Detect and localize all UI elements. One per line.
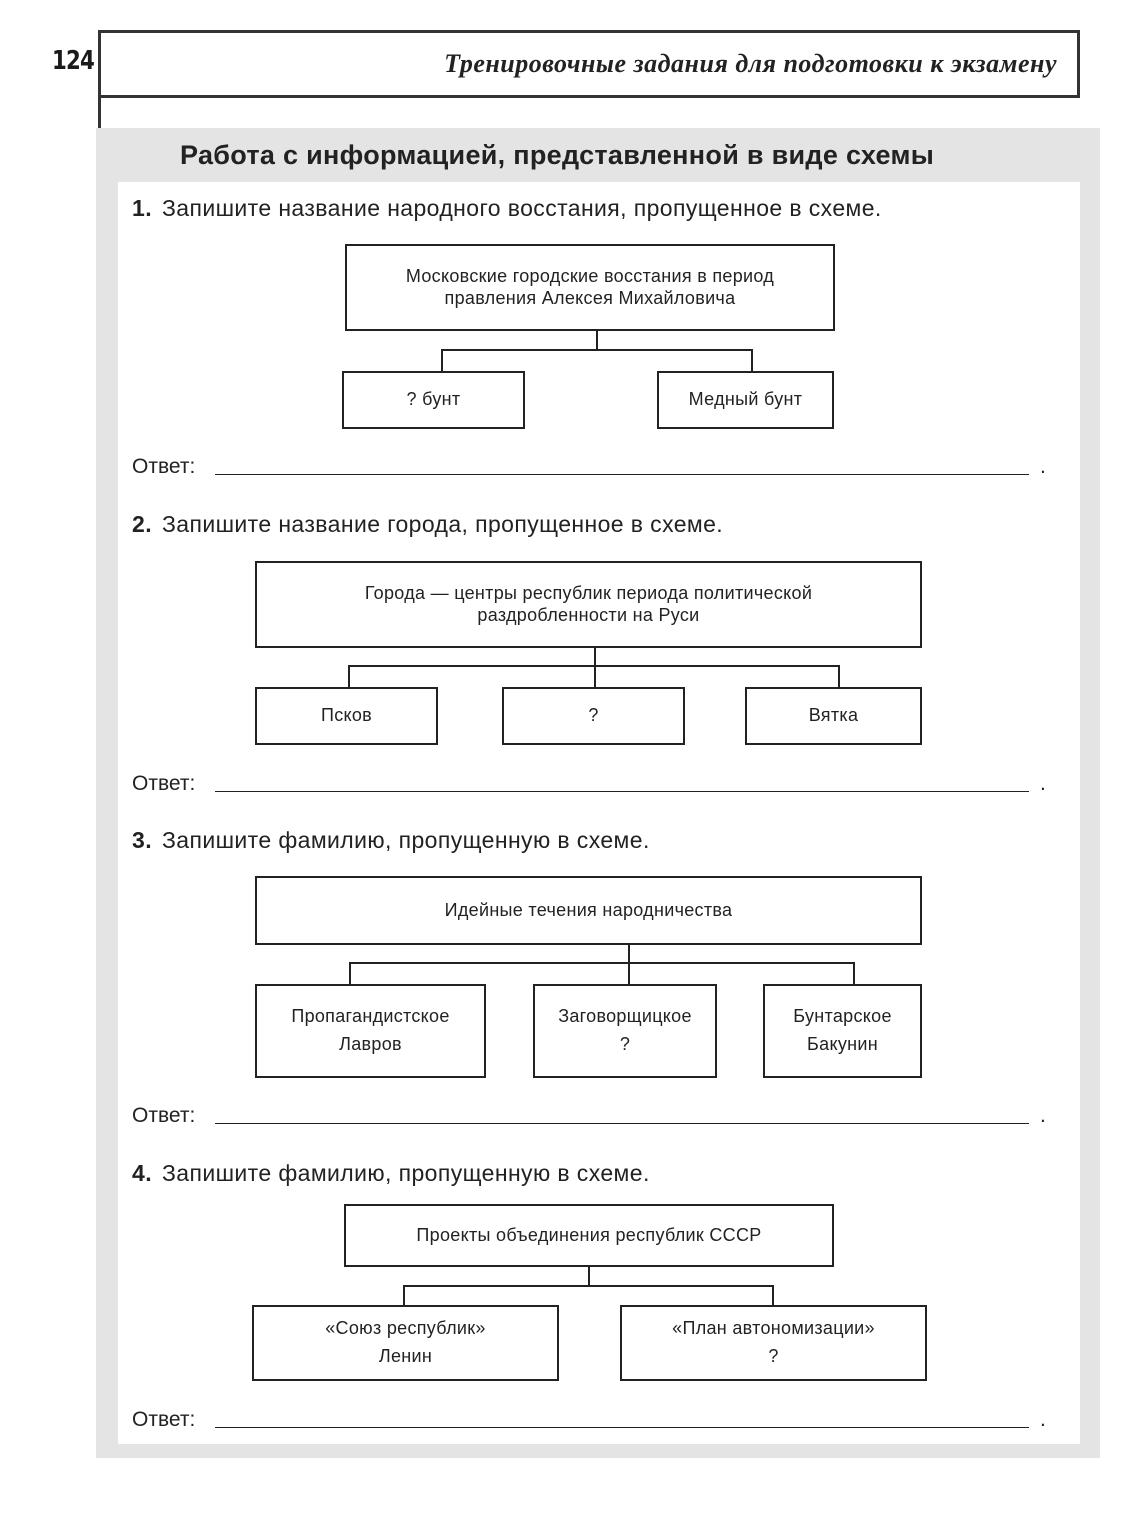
connector-line <box>403 1285 774 1287</box>
connector-line <box>441 349 753 351</box>
scheme-child-label: «План автономизации» <box>672 1318 875 1339</box>
connector-line <box>853 962 855 985</box>
answer-label: Ответ: <box>132 1104 196 1127</box>
scheme-child-box: ? бунт <box>342 371 525 429</box>
scheme-child-box: Вятка <box>745 687 922 745</box>
running-header: Тренировочные задания для подготовки к э… <box>444 49 1057 78</box>
connector-line <box>751 349 753 372</box>
question-3: 3. Запишите фамилию, пропущенную в схеме. <box>132 827 650 854</box>
scheme-child-label: ? <box>588 705 599 726</box>
connector-line <box>403 1285 405 1306</box>
answer-end-dot: . <box>1040 1104 1046 1127</box>
scheme-child-label: ? <box>768 1346 779 1366</box>
answer-end-dot: . <box>1040 455 1046 478</box>
answer-label: Ответ: <box>132 455 196 478</box>
page-number: 124 <box>52 46 95 76</box>
scheme-root-box: Московские городские восстания в период … <box>345 244 835 331</box>
answer-field[interactable] <box>215 791 1029 792</box>
scheme-root-line: Города — центры республик периода полити… <box>364 582 813 603</box>
question-text: Запишите название народного восстания, п… <box>161 195 882 221</box>
scheme-child-label: ? <box>619 1034 631 1054</box>
connector-line <box>628 945 630 985</box>
question-2: 2. Запишите название города, пропущенное … <box>132 511 723 538</box>
answer-field[interactable] <box>215 474 1029 475</box>
scheme-root-box: Идейные течения народничества <box>255 876 922 945</box>
scheme-child-label: Псков <box>320 705 373 726</box>
answer-label: Ответ: <box>132 1408 196 1431</box>
scheme-child-label: Медный бунт <box>688 389 803 410</box>
question-number: 1. <box>132 195 152 221</box>
answer-field[interactable] <box>215 1123 1029 1124</box>
scheme-child-box: Заговорщицкое ? <box>533 984 717 1078</box>
scheme-child-box: Бунтарское Бакунин <box>763 984 922 1078</box>
running-header-box: Тренировочные задания для подготовки к э… <box>98 30 1080 98</box>
scheme-child-label: «Союз республик» <box>325 1318 486 1339</box>
connector-line <box>349 962 855 964</box>
scheme-child-box: «План автономизации» ? <box>620 1305 927 1381</box>
connector-line <box>772 1285 774 1306</box>
question-1: 1. Запишите название народного восстания,… <box>132 195 882 222</box>
section-title: Работа с информацией, представленной в в… <box>180 140 935 170</box>
connector-line <box>594 648 596 688</box>
connector-line <box>348 665 840 667</box>
scheme-child-box: ? <box>502 687 685 745</box>
question-number: 2. <box>132 511 152 537</box>
connector-line <box>588 1267 590 1287</box>
answer-label: Ответ: <box>132 772 196 795</box>
scheme-root-line: правления Алексея Михайловича <box>444 287 736 308</box>
question-text: Запишите название города, пропущенное в … <box>161 511 724 537</box>
left-rule <box>98 96 101 130</box>
connector-line <box>441 349 443 372</box>
answer-end-dot: . <box>1040 772 1046 795</box>
question-number: 3. <box>132 827 152 853</box>
answer-field[interactable] <box>215 1427 1029 1428</box>
scheme-child-label: Бакунин <box>807 1034 878 1054</box>
scheme-root-line: Московские городские восстания в период <box>405 265 775 286</box>
scheme-child-label: Лавров <box>339 1034 402 1054</box>
scheme-child-label: Бунтарское <box>793 1006 892 1027</box>
question-text: Запишите фамилию, пропущенную в схеме. <box>161 827 650 853</box>
scheme-child-label: ? бунт <box>406 389 461 410</box>
scheme-child-box: Медный бунт <box>657 371 834 429</box>
scheme-child-box: Пропагандистское Лавров <box>255 984 486 1078</box>
scheme-child-label: Заговорщицкое <box>558 1006 692 1027</box>
connector-line <box>348 665 350 688</box>
scheme-root-line: Проекты объединения республик СССР <box>416 1224 762 1245</box>
connector-line <box>596 331 598 350</box>
scheme-child-box: Псков <box>255 687 438 745</box>
scheme-root-box: Проекты объединения республик СССР <box>344 1204 834 1267</box>
scheme-root-box: Города — центры республик периода полити… <box>255 561 922 648</box>
scheme-child-label: Ленин <box>378 1346 433 1366</box>
connector-line <box>349 962 351 985</box>
scheme-child-label: Пропагандистское <box>291 1006 450 1027</box>
question-4: 4. Запишите фамилию, пропущенную в схеме. <box>132 1160 650 1187</box>
question-number: 4. <box>132 1160 152 1186</box>
connector-line <box>838 665 840 688</box>
scheme-child-label: Вятка <box>808 705 859 726</box>
scheme-root-line: раздробленности на Руси <box>477 604 700 625</box>
answer-end-dot: . <box>1040 1408 1046 1431</box>
question-text: Запишите фамилию, пропущенную в схеме. <box>161 1160 650 1186</box>
scheme-root-line: Идейные течения народничества <box>444 899 733 920</box>
scheme-child-box: «Союз республик» Ленин <box>252 1305 559 1381</box>
